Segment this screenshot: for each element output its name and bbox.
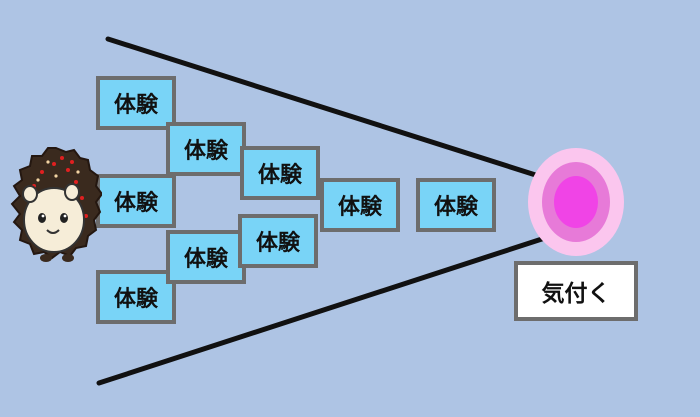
funnel-lower-line [96,235,548,386]
experience-box-4: 体験 [166,122,246,176]
hedgehog-icon [10,147,102,262]
funnel-upper-line [105,36,548,181]
experience-box-7: 体験 [238,214,318,268]
glowing-light-icon [528,148,624,256]
experience-box-2: 体験 [96,174,176,228]
experience-box-1: 体験 [96,76,176,130]
notice-box: 気付く [514,261,638,321]
experience-box-6: 体験 [240,146,320,200]
experience-box-5: 体験 [166,230,246,284]
experience-box-3: 体験 [96,270,176,324]
experience-box-8: 体験 [320,178,400,232]
experience-box-9: 体験 [416,178,496,232]
